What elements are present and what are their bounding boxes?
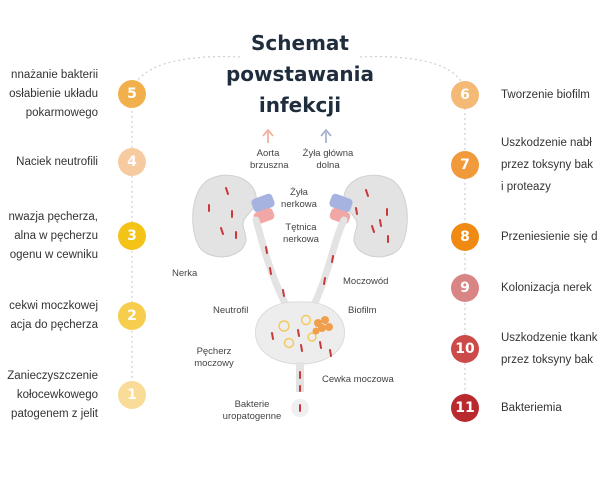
artery-arrow-icon bbox=[262, 128, 274, 143]
left-step-5-line: osłabienie układu bbox=[9, 87, 98, 100]
right-step-8-badge: 8 bbox=[451, 223, 479, 251]
biofilm-cluster bbox=[312, 316, 333, 335]
label-urethra: Cewka moczowa bbox=[322, 374, 394, 385]
label-kidney: Nerka bbox=[172, 268, 198, 279]
right-step-7-text: Uszkodzenie nabł przez toksyny bak i prote… bbox=[501, 132, 593, 198]
left-step-5-line: nnażanie bakterii bbox=[11, 68, 98, 81]
right-step-7-line: Uszkodzenie nabł bbox=[501, 137, 592, 149]
right-step-9-text: Kolonizacja nerek bbox=[501, 277, 592, 299]
label-neutrophil: Neutrofil bbox=[213, 305, 249, 316]
left-step-1-text: Zanieczyszczenie kołocewkowego patogenem z… bbox=[7, 367, 98, 424]
right-step-10-badge: 10 bbox=[451, 335, 479, 363]
left-kidney bbox=[192, 174, 257, 258]
left-step-3-text: nwazja pęcherza, alna w pęcherzu ogenu w c… bbox=[9, 208, 99, 265]
left-step-1-badge: 1 bbox=[118, 381, 146, 409]
right-step-6-line: Tworzenie biofilm bbox=[501, 89, 590, 101]
left-step-2-badge: 2 bbox=[118, 302, 146, 330]
left-step-3-line: ogenu w cewniku bbox=[9, 248, 98, 261]
label-bacteria: Bakterie uropatogenne bbox=[222, 399, 282, 422]
left-step-3-line: alna w pęcherzu bbox=[14, 229, 98, 242]
right-step-7-line: przez toksyny bak bbox=[501, 159, 594, 171]
left-step-1-line: patogenem z jelit bbox=[11, 407, 98, 420]
neutrophil-cell bbox=[278, 320, 290, 332]
left-step-2-line: cekwi moczkowej bbox=[9, 300, 98, 312]
page-title: Schemat powstawania infekcji bbox=[225, 31, 375, 117]
left-step-1-line: Zanieczyszczenie bbox=[7, 369, 98, 382]
bacteria-marks bbox=[208, 187, 389, 412]
left-step-4-badge: 4 bbox=[118, 148, 146, 176]
right-step-7-line: i proteazy bbox=[501, 181, 551, 193]
right-renal-vein bbox=[329, 193, 353, 213]
left-step-2-line: acja do pęcherza bbox=[10, 319, 98, 331]
right-step-10-line: przez toksyny bak bbox=[501, 354, 594, 366]
right-step-11-badge: 11 bbox=[451, 394, 479, 422]
vein-arrow-icon bbox=[320, 128, 332, 143]
label-bladder: Pęcherz moczowy bbox=[194, 346, 234, 369]
label-ureter: Moczowód bbox=[343, 276, 389, 287]
left-step-4-line: Naciek neutrofili bbox=[16, 155, 98, 168]
left-step-5-line: pokarmowego bbox=[25, 106, 98, 119]
left-step-3-line: nwazja pęcherza, bbox=[8, 210, 99, 223]
right-step-8-line: Przeniesienie się d bbox=[501, 231, 598, 243]
right-step-8-text: Przeniesienie się d bbox=[501, 226, 598, 248]
right-step-11-text: Bakteriemia bbox=[501, 397, 562, 419]
left-step-5-text: nnażanie bakterii osłabienie układu pokarm… bbox=[9, 66, 98, 123]
right-step-9-badge: 9 bbox=[451, 274, 479, 302]
label-renal-vein: Żyła nerkowa bbox=[281, 187, 317, 210]
right-kidney bbox=[343, 174, 408, 258]
left-ureter bbox=[252, 216, 290, 309]
left-step-4-text: Naciek neutrofili bbox=[16, 153, 98, 172]
right-step-10-text: Uszkodzenie tkank przez toksyny bak bbox=[501, 327, 598, 371]
left-renal-vein bbox=[251, 193, 275, 213]
label-vena-cava: Żyła główna dolna bbox=[302, 148, 354, 171]
right-ureter bbox=[310, 216, 348, 309]
label-aorta: Aorta brzuszna bbox=[250, 148, 289, 171]
left-step-3-badge: 3 bbox=[118, 222, 146, 250]
right-step-6-text: Tworzenie biofilm bbox=[501, 84, 590, 106]
right-step-11-line: Bakteriemia bbox=[501, 402, 562, 414]
left-step-5-badge: 5 bbox=[118, 80, 146, 108]
left-step-1-line: kołocewkowego bbox=[16, 388, 98, 401]
left-step-2-text: cekwi moczkowej acja do pęcherza bbox=[9, 297, 98, 335]
right-step-6-badge: 6 bbox=[451, 81, 479, 109]
right-step-7-badge: 7 bbox=[451, 151, 479, 179]
label-biofilm: Biofilm bbox=[348, 305, 377, 316]
right-step-9-line: Kolonizacja nerek bbox=[501, 282, 592, 294]
right-step-10-line: Uszkodzenie tkank bbox=[501, 332, 598, 344]
label-renal-artery: Tętnica nerkowa bbox=[283, 222, 319, 245]
